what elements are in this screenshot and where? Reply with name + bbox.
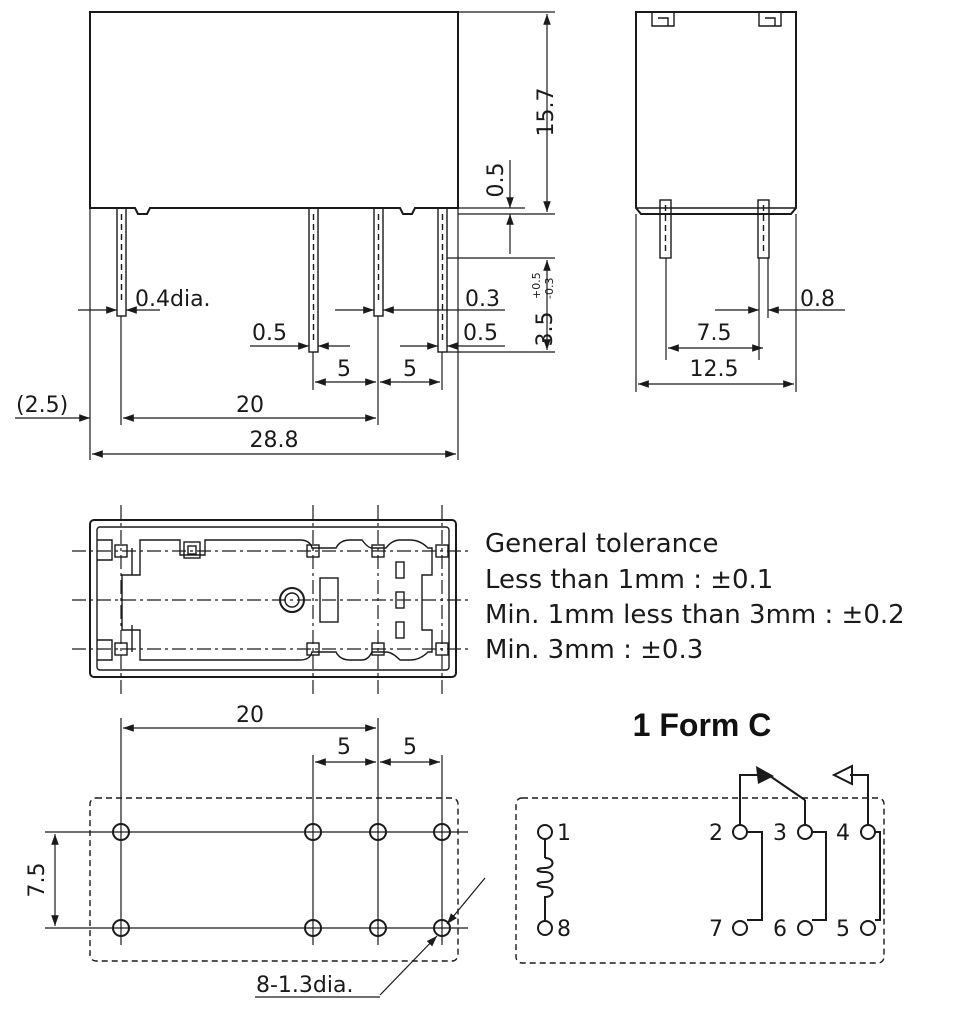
pcb-layout: 20 5 5 7.5 8-1.3dia. [25, 703, 486, 998]
pcb-hole [369, 919, 387, 937]
dim-length-28-8: 28.8 [250, 428, 299, 453]
bottom-view [72, 505, 470, 695]
tolerance-line-2: Min. 1mm less than 3mm : ±0.2 [485, 600, 905, 630]
tolerance-line-3: Min. 3mm : ±0.3 [485, 635, 703, 665]
side-view: 0.8 7.5 12.5 [635, 11, 845, 392]
pin-label-8: 8 [557, 917, 571, 942]
dim-side-7-5: 7.5 [697, 321, 732, 346]
pcb-hole [433, 823, 451, 841]
tolerance-block: General tolerance Less than 1mm : ±0.1 M… [485, 529, 905, 665]
dim-pin-0-3: 0.3 [465, 287, 500, 312]
front-pin-3 [373, 207, 384, 317]
dim-pin-length-plus: +0.5 [530, 272, 543, 299]
pcb-hole [112, 823, 130, 841]
pin-label-5: 5 [836, 917, 850, 942]
dim-pin-length: 3.5 [533, 312, 558, 347]
pin-label-7: 7 [709, 917, 723, 942]
dim-pcb-5-b: 5 [403, 735, 417, 760]
pin-label-3: 3 [773, 821, 787, 846]
dim-side-12-5: 12.5 [690, 357, 739, 382]
front-pin-4 [437, 207, 448, 353]
dim-hole-dia: 8-1.3dia. [256, 973, 353, 998]
pcb-hole [304, 919, 322, 937]
pcb-hole [369, 823, 387, 841]
dim-0-5-gap: 0.5 [484, 163, 509, 198]
dim-pin-dia: 0.4dia. [135, 287, 211, 312]
pin-label-2: 2 [709, 821, 723, 846]
front-view: 15.7 0.5 3.5 +0.5 -0.3 0.4dia. 0.3 0.5 0… [15, 11, 559, 460]
dim-pcb-7-5: 7.5 [25, 863, 50, 898]
pin-label-6: 6 [773, 917, 787, 942]
dim-pin-0-5-left: 0.5 [252, 321, 287, 346]
pin-label-1: 1 [557, 821, 571, 846]
pin-label-4: 4 [836, 821, 850, 846]
tolerance-line-1: Less than 1mm : ±0.1 [485, 565, 773, 595]
dim-side-0-8: 0.8 [800, 287, 835, 312]
schematic-title: 1 Form C [633, 707, 772, 743]
dim-pin-0-5-right: 0.5 [463, 321, 498, 346]
dim-pitch-5-b: 5 [403, 357, 417, 382]
pcb-hole [112, 919, 130, 937]
dim-span-20: 20 [236, 393, 264, 418]
dim-pin-length-minus: -0.3 [543, 278, 556, 299]
dim-offset-2-5: (2.5) [16, 393, 68, 418]
dim-pitch-5-a: 5 [337, 357, 351, 382]
side-pin-right [757, 199, 770, 259]
front-pin-2 [308, 207, 319, 353]
schematic: 1 Form C 1 8 2 3 4 7 6 5 [515, 707, 885, 964]
tolerance-heading: General tolerance [485, 529, 718, 559]
pcb-hole [433, 919, 451, 937]
dim-pcb-20: 20 [236, 703, 264, 728]
front-pin-1 [116, 207, 127, 317]
dim-pcb-5-a: 5 [337, 735, 351, 760]
dim-15-7: 15.7 [534, 88, 559, 137]
pcb-hole [304, 823, 322, 841]
